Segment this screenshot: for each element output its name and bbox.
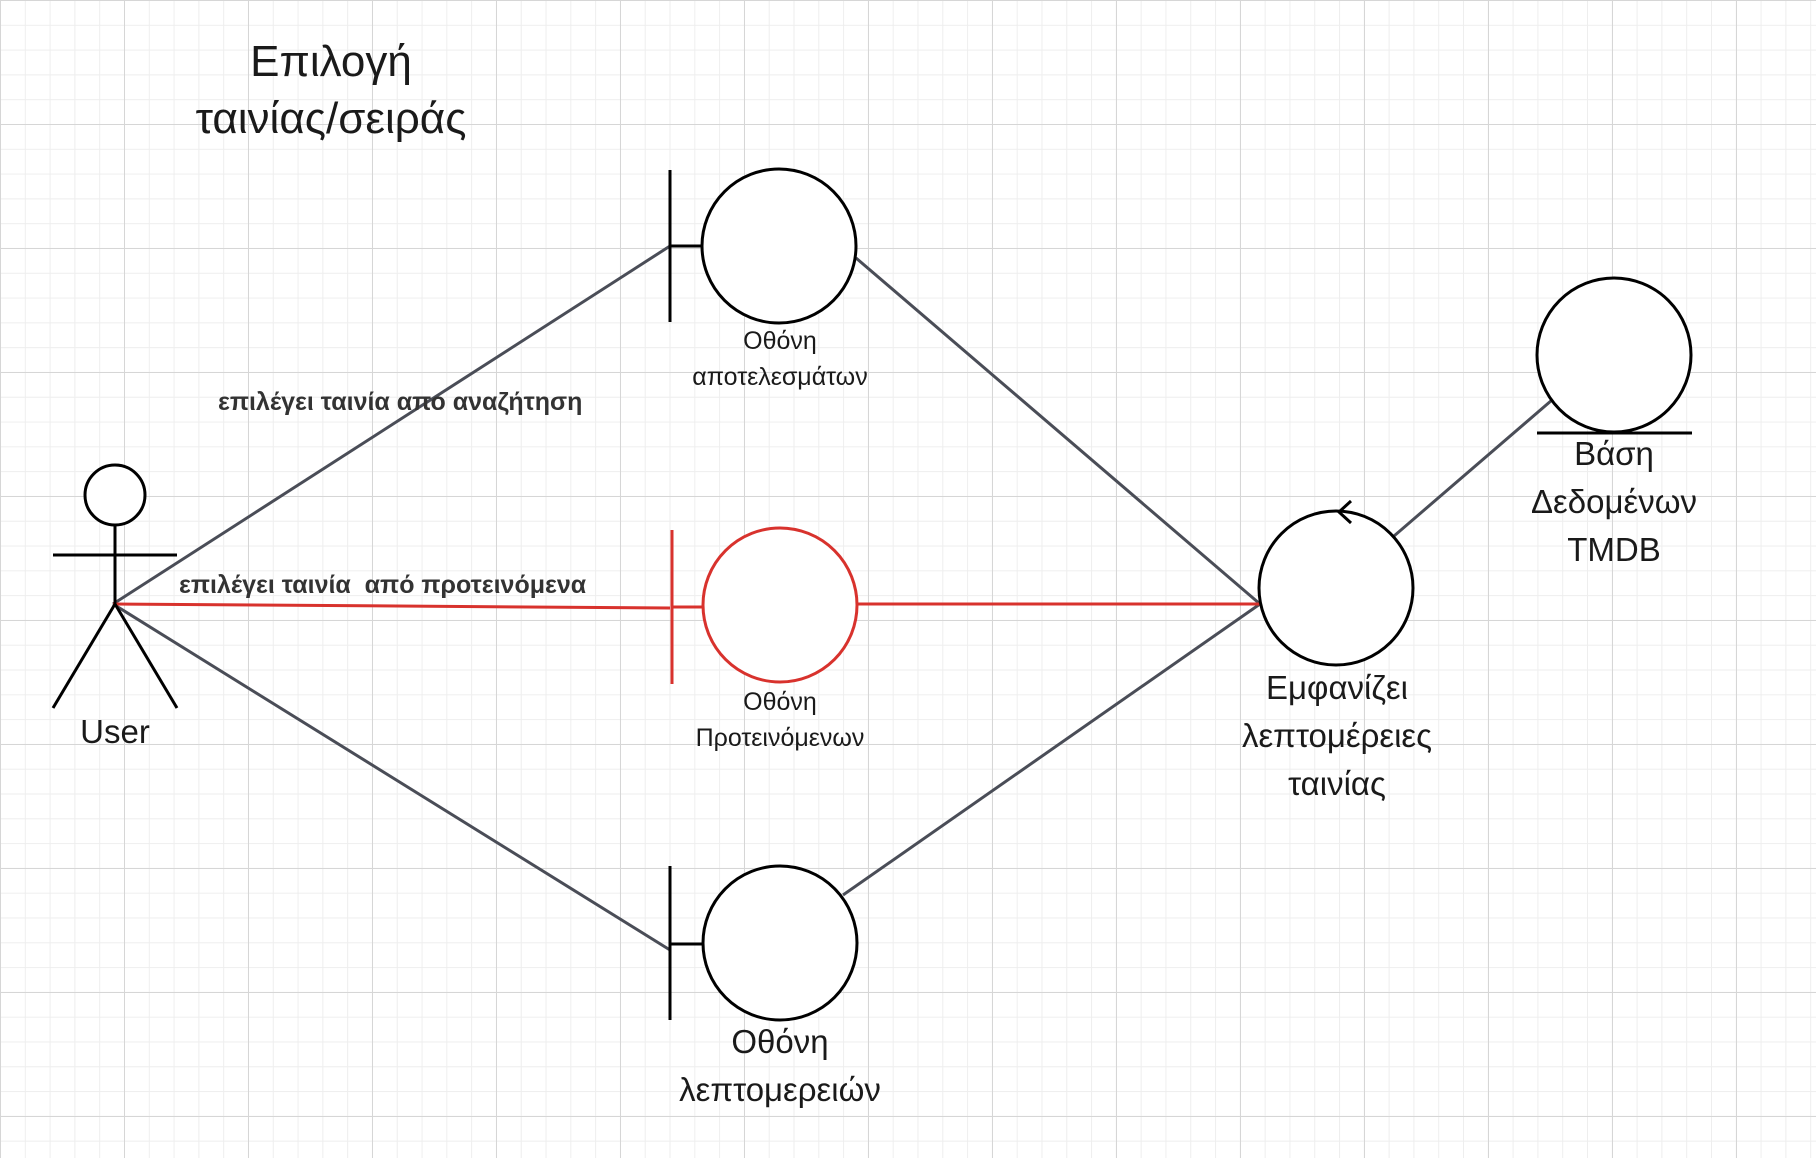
boundary-details-screen[interactable] [668, 864, 859, 1022]
links [112, 244, 1553, 952]
actor-right-leg [113, 603, 179, 709]
boundary-results-screen[interactable] [668, 167, 858, 325]
link-user-results[interactable] [112, 244, 671, 606]
actor-head [83, 463, 147, 527]
control-arrow-icon [1336, 499, 1353, 525]
link-results-control[interactable] [855, 256, 1261, 606]
message-label-search: επιλέγει ταινία απο αναζήτηση [218, 388, 583, 416]
message-label-recommended: επιλέγει ταινία από προτεινόμενα [179, 571, 587, 599]
boundary-recommended-screen[interactable] [670, 526, 859, 684]
link-user-details-screen[interactable] [112, 602, 671, 952]
link-user-recommended[interactable] [112, 602, 671, 610]
actor-user[interactable] [51, 463, 179, 709]
boundary-circle [701, 864, 859, 1022]
actor-left-leg [51, 603, 117, 709]
link-control-database[interactable] [1393, 398, 1553, 538]
control-circle [1257, 509, 1415, 667]
link-details-screen-control[interactable] [842, 602, 1261, 897]
entity-circle [1535, 276, 1693, 434]
boundary-circle [701, 526, 859, 684]
entity-database[interactable] [1535, 276, 1693, 435]
actor-label: User [80, 713, 150, 750]
boundary-circle [700, 167, 858, 325]
control-show-details[interactable] [1257, 499, 1415, 667]
highlighted-links [112, 602, 1260, 610]
